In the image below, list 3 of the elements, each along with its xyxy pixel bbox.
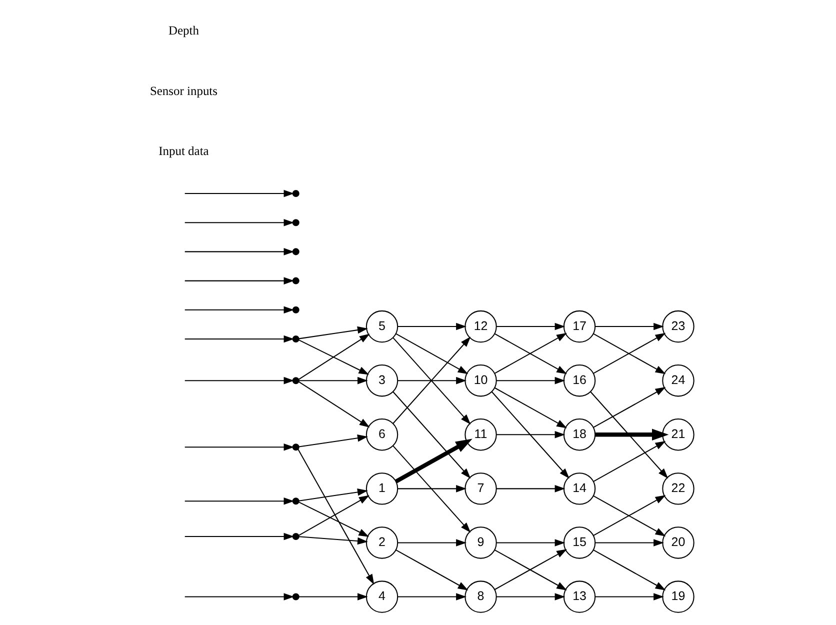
label: Sensor inputs — [150, 84, 218, 98]
label: Input data — [158, 144, 209, 158]
label: Depth — [168, 24, 199, 38]
